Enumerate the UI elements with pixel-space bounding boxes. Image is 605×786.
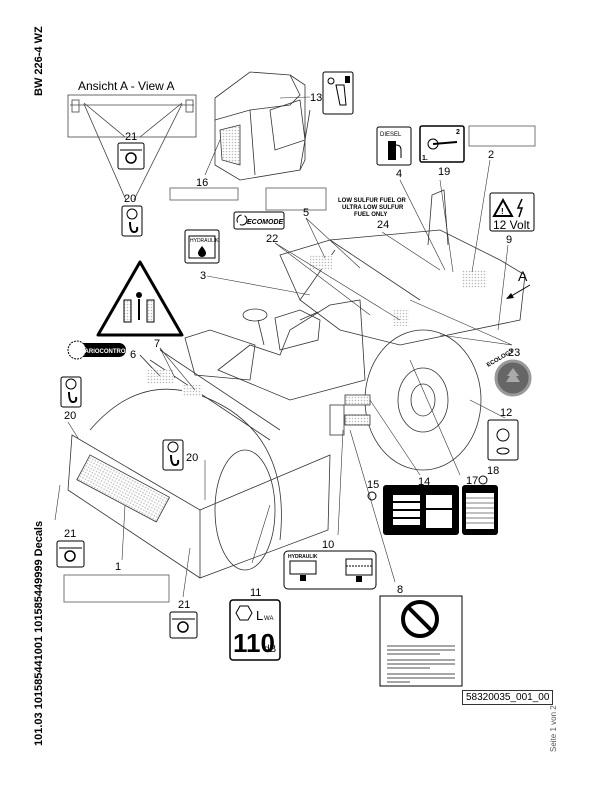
callout-17: 17: [466, 475, 478, 487]
callout-12: 12: [500, 407, 512, 419]
callout-20-left: 20: [64, 410, 76, 422]
lifting-point-decal-drum: [162, 439, 184, 471]
callout-13: 13: [310, 92, 322, 104]
joystick-decal: [322, 71, 354, 115]
blank-decal-1: [63, 574, 170, 603]
callout-11: 11: [250, 587, 261, 599]
svg-text:HYDRAULIK: HYDRAULIK: [190, 238, 219, 244]
tie-down-icon: [64, 550, 76, 562]
callout-9: 9: [506, 234, 512, 246]
callout-21: 21: [125, 131, 137, 143]
ecomode-decal: ECOMODE: [233, 211, 285, 230]
fuel-pump-icon: [388, 141, 396, 160]
svg-text:FUEL ONLY: FUEL ONLY: [354, 212, 387, 218]
lever-icon: [432, 141, 458, 145]
callout-3: 3: [200, 270, 206, 282]
callout-16: 16: [196, 177, 208, 189]
tie-down-icon: [177, 621, 189, 633]
svg-text:L: L: [256, 608, 263, 623]
lifting-hook-icon: [170, 454, 180, 467]
variocontrol-decal: VARIOCONTROL: [67, 340, 130, 360]
ecology-decal: ECOLOGY: [486, 349, 532, 397]
callout-19: 19: [438, 166, 450, 178]
view-title: Ansicht A - View A: [78, 79, 175, 93]
callout-15: 15: [367, 479, 379, 491]
callout-24: 24: [377, 219, 389, 231]
callout-6: 6: [130, 349, 136, 361]
blank-decal-2: [468, 125, 536, 147]
voltage-decal: ! 12 Volt: [489, 192, 535, 232]
crush-hazard-icon: [123, 299, 132, 323]
tie-down-decal-bottom: [169, 611, 198, 639]
callout-18: 18: [487, 465, 499, 477]
fluid-capacity-plate: [462, 485, 498, 535]
svg-text:12 Volt: 12 Volt: [493, 218, 530, 232]
lever-decal: 1. 2: [419, 125, 465, 163]
drawing-code: 58320035_001_00: [462, 690, 554, 705]
svg-text:ULTRA LOW SULFUR: ULTRA LOW SULFUR: [342, 205, 404, 211]
roller-body: [67, 189, 526, 579]
tie-down-icon: [125, 152, 137, 164]
callout-10: 10: [322, 539, 334, 551]
svg-text:WA: WA: [264, 616, 273, 622]
callout-21-bottom: 21: [178, 599, 190, 611]
view-arrow-icon: [506, 293, 514, 299]
svg-text:LOW SULFUR FUEL OR: LOW SULFUR FUEL OR: [338, 198, 407, 204]
callout-21-left: 21: [64, 528, 76, 540]
svg-text:1.: 1.: [422, 155, 428, 162]
callout-2: 2: [488, 149, 494, 161]
lubrication-decal: [487, 419, 519, 461]
sound-icon: [235, 605, 253, 621]
tie-down-decal-left: [56, 540, 85, 568]
callout-4: 4: [396, 168, 402, 180]
callout-8: 8: [397, 584, 403, 596]
electric-warning-icon: [492, 197, 514, 217]
crush-warning-decal: [96, 260, 184, 337]
lifting-hook-icon: [68, 391, 78, 404]
fuel-notice-decal: LOW SULFUR FUEL OR ULTRA LOW SULFUR FUEL…: [338, 198, 407, 218]
no-water-jet-icon: [401, 600, 439, 638]
svg-text:!: !: [501, 207, 504, 216]
tie-down-decal: [117, 142, 145, 170]
helmet-icon-18: [478, 475, 488, 485]
svg-text:110: 110: [233, 628, 275, 658]
callout-23: 23: [508, 347, 520, 359]
lifting-hook-icon: [129, 221, 139, 234]
joystick-icon: [335, 84, 347, 106]
type-plate-decal: [383, 485, 459, 535]
cleaning-warning-decal: [379, 595, 463, 687]
view-a-panel: [67, 94, 197, 201]
leader-lines: [54, 159, 513, 598]
noise-level-decal: L WA 110 dB: [229, 599, 281, 661]
cab-drawing: [214, 71, 311, 181]
svg-text:VARIOCONTROL: VARIOCONTROL: [81, 349, 130, 355]
callout-22: 22: [266, 233, 278, 245]
lifting-point-decal-view-a: [121, 205, 143, 237]
svg-text:dB: dB: [264, 644, 277, 655]
diesel-decal: DIESEL: [376, 126, 412, 166]
helmet-icon-15: [367, 491, 377, 501]
hydraulic-level-decal: HYDRAULIK: [283, 550, 377, 590]
callout-20: 20: [124, 193, 136, 205]
svg-text:HYDRAULIK: HYDRAULIK: [288, 554, 318, 560]
callout-1: 1: [115, 561, 121, 573]
callout-5: 5: [303, 207, 309, 219]
callout-7: 7: [154, 338, 160, 350]
hydraulik-decal: HYDRAULIK: [184, 229, 220, 264]
blank-decal-16: [169, 187, 239, 201]
svg-text:DIESEL: DIESEL: [380, 132, 402, 138]
oil-drop-icon: [198, 246, 206, 257]
svg-text:ECOMODE: ECOMODE: [247, 219, 284, 226]
lifting-point-decal-left: [60, 376, 82, 408]
svg-text:2: 2: [456, 129, 460, 136]
blank-decal-5: [265, 187, 327, 211]
leaf-icon: [506, 368, 520, 382]
view-arrow-label: A: [518, 268, 528, 284]
callout-20-drum: 20: [186, 452, 198, 464]
